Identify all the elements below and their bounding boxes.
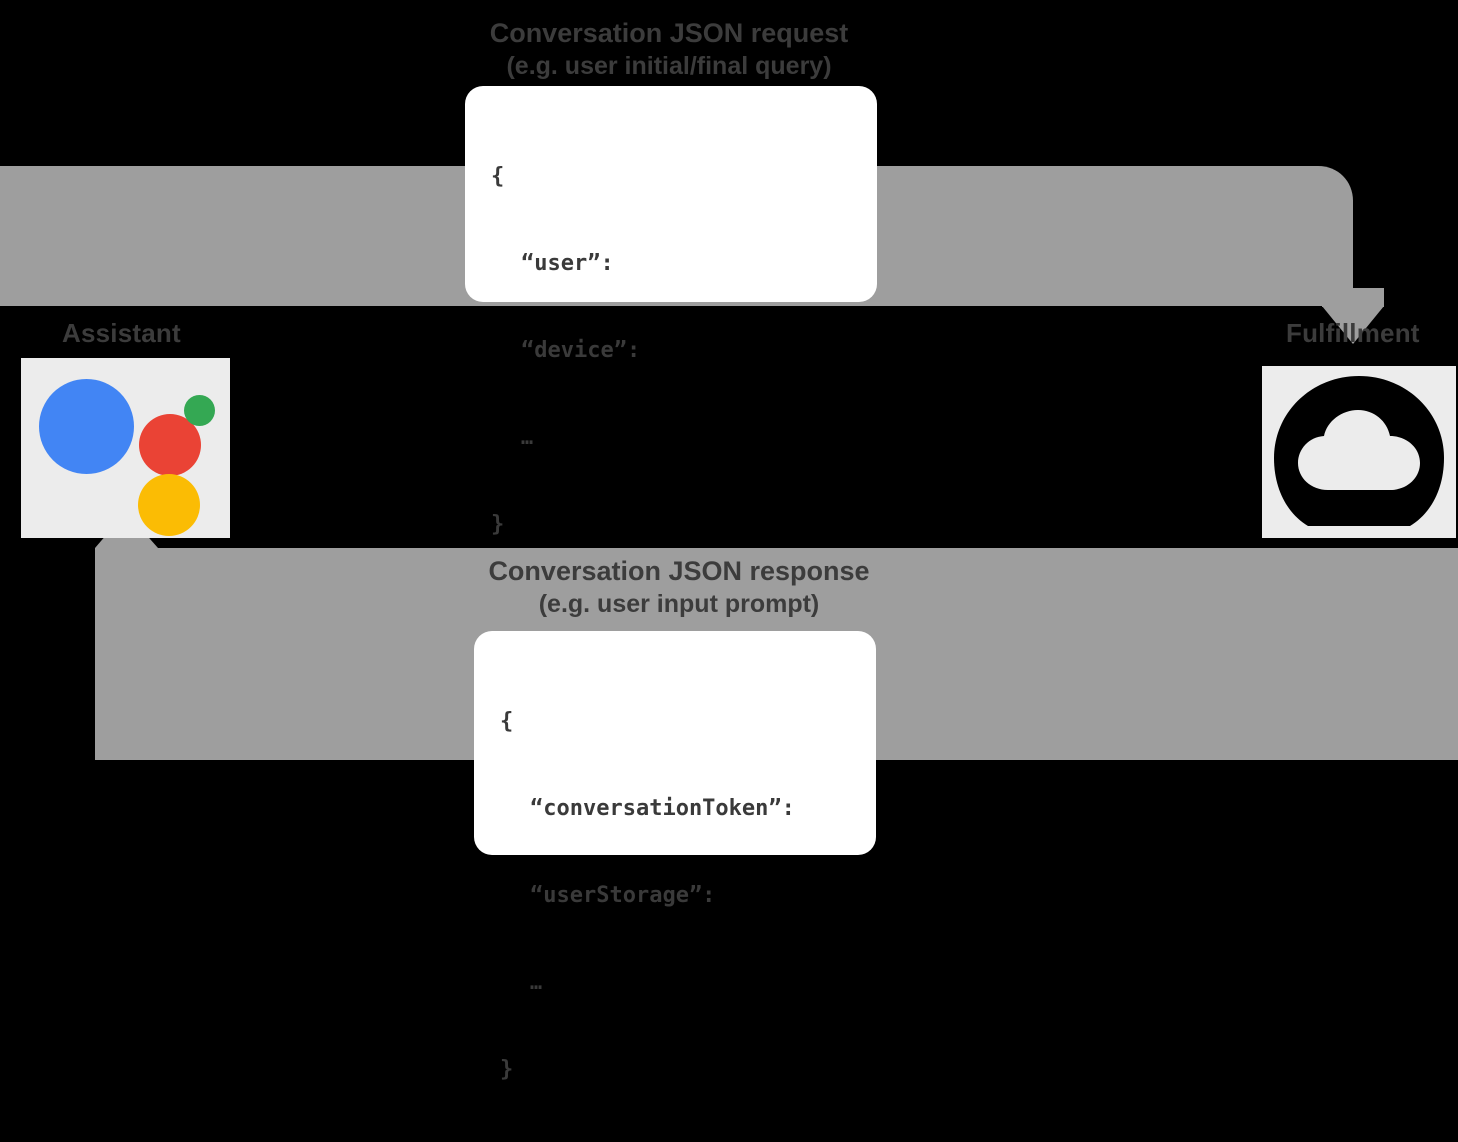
cloud-icon-tile (1262, 366, 1456, 538)
request-json-card: { “user”: “device”: … } (465, 86, 877, 537)
assistant-green-dot (184, 395, 215, 426)
assistant-blue-dot (39, 379, 134, 474)
assistant-red-dot (139, 414, 201, 476)
response-ellipsis: … (530, 970, 545, 994)
request-caption-title: Conversation JSON request (489, 18, 849, 48)
response-caption: Conversation JSON response (e.g. user in… (429, 554, 929, 620)
response-open-brace: { (500, 709, 514, 734)
assistant-label: Assistant (62, 318, 181, 348)
response-json-card: { “conversationToken”: “userStorage”: … … (474, 631, 876, 1082)
assistant-yellow-dot (138, 474, 200, 536)
cloud-icon (1274, 376, 1444, 526)
response-caption-title: Conversation JSON response (488, 556, 870, 586)
request-close-brace: } (491, 512, 505, 537)
request-caption: Conversation JSON request (e.g. user ini… (429, 16, 909, 82)
response-key-conversation-token: “conversationToken”: (530, 796, 795, 821)
request-key-device: “device”: (521, 338, 641, 363)
diagram-canvas: Assistant Fulfillment Conversation JSON … (0, 16, 1458, 1082)
request-ellipsis: … (521, 425, 536, 449)
request-key-user: “user”: (521, 251, 614, 276)
request-caption-subtitle: (e.g. user initial/final query) (506, 52, 832, 80)
request-open-brace: { (491, 164, 505, 189)
response-close-brace: } (500, 1057, 514, 1082)
response-key-user-storage: “userStorage”: (530, 883, 716, 908)
response-caption-subtitle: (e.g. user input prompt) (538, 590, 820, 618)
fulfillment-label: Fulfillment (1286, 318, 1420, 348)
google-assistant-icon (21, 358, 230, 538)
